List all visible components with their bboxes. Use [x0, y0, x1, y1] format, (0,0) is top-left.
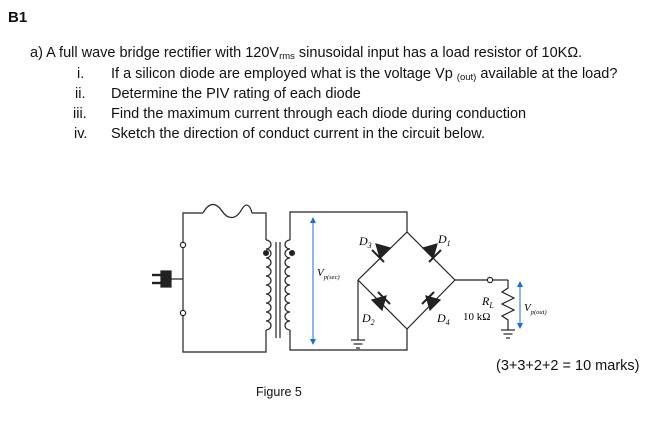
item-number: iv. [74, 126, 88, 142]
question-stem: a) A full wave bridge rectifier with 120… [30, 45, 582, 62]
item-number: i. [77, 66, 85, 82]
item-number: iii. [73, 106, 87, 122]
transformer-core [275, 242, 281, 338]
diode-d2 [370, 291, 391, 312]
load-resistor [455, 276, 516, 330]
label-d3: D3 [358, 234, 372, 250]
ground-icon [351, 280, 365, 349]
transformer-primary-coil [263, 239, 272, 331]
item-text: If a silicon diode are employed what is … [111, 66, 618, 83]
secondary-wiring [289, 211, 408, 351]
label-d1: D1 [437, 232, 451, 248]
diode-d3 [371, 243, 392, 263]
primary-circuit [179, 212, 267, 353]
label-vout: Vp(out) [524, 302, 547, 316]
item-text: Determine the PIV rating of each diode [111, 86, 361, 102]
label-rl: RL [481, 294, 494, 310]
question-label: B1 [8, 9, 28, 26]
figure-caption: Figure 5 [256, 385, 302, 399]
item-text: Sketch the direction of conduct current … [111, 126, 485, 142]
label-rl-value: 10 kΩ [463, 311, 490, 323]
fuse-icon [202, 203, 253, 219]
part-marker: a) [30, 45, 43, 61]
item-number: ii. [75, 86, 86, 102]
plug-icon [152, 270, 183, 288]
diode-d4 [421, 291, 442, 312]
marks-allocation: (3+3+2+2 = 10 marks) [496, 358, 640, 374]
label-d2: D2 [361, 311, 375, 327]
diode-d1 [421, 243, 442, 263]
transformer-secondary-coil [284, 239, 296, 331]
item-text: Find the maximum current through each di… [111, 106, 527, 122]
label-vsec: Vp(sec) [317, 267, 340, 281]
label-d4: D4 [436, 311, 450, 327]
ground-icon [501, 329, 515, 339]
stem-text: A full wave bridge rectifier with 120Vrm… [46, 45, 583, 62]
